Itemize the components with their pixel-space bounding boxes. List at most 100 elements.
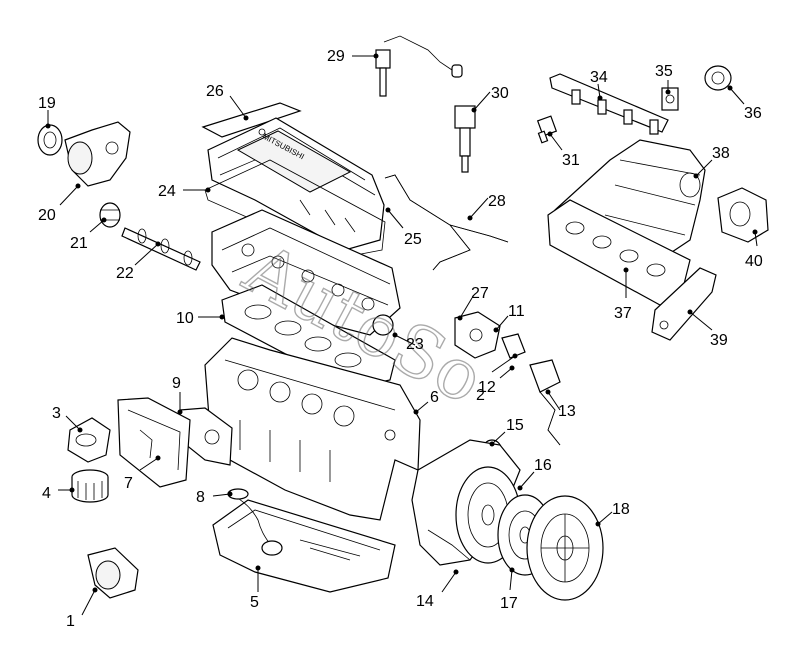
callout-34: 34 xyxy=(590,69,608,101)
callout-29: 29 xyxy=(327,48,379,65)
part-throttle-body xyxy=(717,187,769,243)
callout-17: 17 xyxy=(500,567,518,612)
part-egr-pipe xyxy=(501,333,526,359)
part-coolant-pipe xyxy=(384,174,509,271)
callout-39: 39 xyxy=(687,309,728,349)
callout-label-8: 8 xyxy=(196,489,205,506)
callout-37: 37 xyxy=(614,267,632,322)
callout-label-19: 19 xyxy=(38,95,56,112)
callout-36: 36 xyxy=(727,85,762,122)
callout-label-22: 22 xyxy=(116,265,134,282)
part-engine-mount xyxy=(87,547,139,599)
callout-label-4: 4 xyxy=(42,485,51,502)
part-oil-pickup xyxy=(227,488,283,556)
part-valve-cover-gasket-strip xyxy=(201,102,302,138)
callout-label-26: 26 xyxy=(206,83,224,100)
callout-label-27: 27 xyxy=(471,285,489,302)
callout-4: 4 xyxy=(42,485,75,502)
callout-label-3: 3 xyxy=(52,405,61,422)
callout-35: 35 xyxy=(655,63,673,95)
callout-label-7: 7 xyxy=(124,475,133,492)
callout-label-36: 36 xyxy=(744,105,762,122)
part-ignition-coil xyxy=(454,105,476,173)
part-oil-filter xyxy=(71,469,109,503)
callout-label-24: 24 xyxy=(158,183,176,200)
part-camshaft xyxy=(121,227,201,271)
callout-10: 10 xyxy=(176,310,225,327)
callout-22: 22 xyxy=(116,241,161,282)
callout-label-14: 14 xyxy=(416,593,434,610)
callout-28: 28 xyxy=(467,193,506,221)
callout-label-23: 23 xyxy=(406,336,424,353)
callout-label-5: 5 xyxy=(250,594,259,611)
callout-label-28: 28 xyxy=(488,193,506,210)
part-cylinder-head xyxy=(211,209,401,336)
part-outlet-pipe xyxy=(539,391,561,446)
callout-13: 13 xyxy=(545,389,576,420)
callout-label-11: 11 xyxy=(508,303,525,320)
part-intake-manifold-gasket xyxy=(547,199,691,306)
callout-2: 2 xyxy=(476,353,518,404)
part-manifold-bracket xyxy=(651,267,717,341)
callout-27: 27 xyxy=(457,285,489,321)
part-sensor-with-wire xyxy=(375,35,463,97)
callout-25: 25 xyxy=(385,207,422,248)
callout-label-40: 40 xyxy=(745,253,763,270)
callout-12: 12 xyxy=(478,365,515,396)
callout-label-30: 30 xyxy=(491,85,509,102)
callout-3: 3 xyxy=(52,405,83,433)
callout-6: 6 xyxy=(413,389,439,415)
callout-label-12: 12 xyxy=(478,379,496,396)
callout-label-37: 37 xyxy=(614,305,632,322)
part-thermostat-housing xyxy=(529,359,561,393)
callout-label-1: 1 xyxy=(66,613,75,630)
part-engine-block xyxy=(204,337,421,521)
callout-1: 1 xyxy=(66,587,98,630)
callout-38: 38 xyxy=(693,145,730,179)
part-side-cover-plate xyxy=(117,397,191,488)
callout-label-15: 15 xyxy=(506,417,524,434)
callout-11: 11 xyxy=(493,303,525,333)
callout-19: 19 xyxy=(38,95,56,129)
callout-label-31: 31 xyxy=(562,152,580,169)
callout-label-10: 10 xyxy=(176,310,194,327)
callout-31: 31 xyxy=(547,131,580,169)
callout-label-39: 39 xyxy=(710,332,728,349)
callout-7: 7 xyxy=(124,455,161,492)
callout-label-2: 2 xyxy=(476,387,485,404)
callout-18: 18 xyxy=(595,501,630,527)
part-water-pump xyxy=(64,121,131,187)
callout-20: 20 xyxy=(38,183,81,224)
part-fuel-rail xyxy=(549,73,669,135)
part-valve-cover: MITSUBISHI xyxy=(207,117,385,251)
callout-label-9: 9 xyxy=(172,375,181,392)
callout-label-17: 17 xyxy=(500,595,518,612)
callout-21: 21 xyxy=(70,217,107,252)
callout-14: 14 xyxy=(416,569,459,610)
callout-label-21: 21 xyxy=(70,235,88,252)
part-cam-bushing xyxy=(99,202,121,228)
callout-label-29: 29 xyxy=(327,48,345,65)
callout-24: 24 xyxy=(158,183,211,200)
part-head-gasket xyxy=(221,284,396,389)
callout-label-34: 34 xyxy=(590,69,608,86)
callout-label-20: 20 xyxy=(38,207,56,224)
callout-30: 30 xyxy=(471,85,509,113)
callout-15: 15 xyxy=(489,417,524,447)
callout-9: 9 xyxy=(172,375,183,415)
callout-label-13: 13 xyxy=(558,403,576,420)
callout-23: 23 xyxy=(392,332,424,353)
part-cover-gasket xyxy=(204,159,386,259)
callout-26: 26 xyxy=(206,83,249,121)
callout-label-25: 25 xyxy=(404,231,422,248)
callout-8: 8 xyxy=(196,489,233,506)
callout-label-35: 35 xyxy=(655,63,673,80)
part-pressure-plate xyxy=(526,495,604,601)
part-pulsation-damper xyxy=(704,65,732,91)
part-water-pump-pulley xyxy=(37,124,63,156)
callout-label-18: 18 xyxy=(612,501,630,518)
part-egr-valve xyxy=(454,311,501,359)
callout-40: 40 xyxy=(745,229,763,270)
